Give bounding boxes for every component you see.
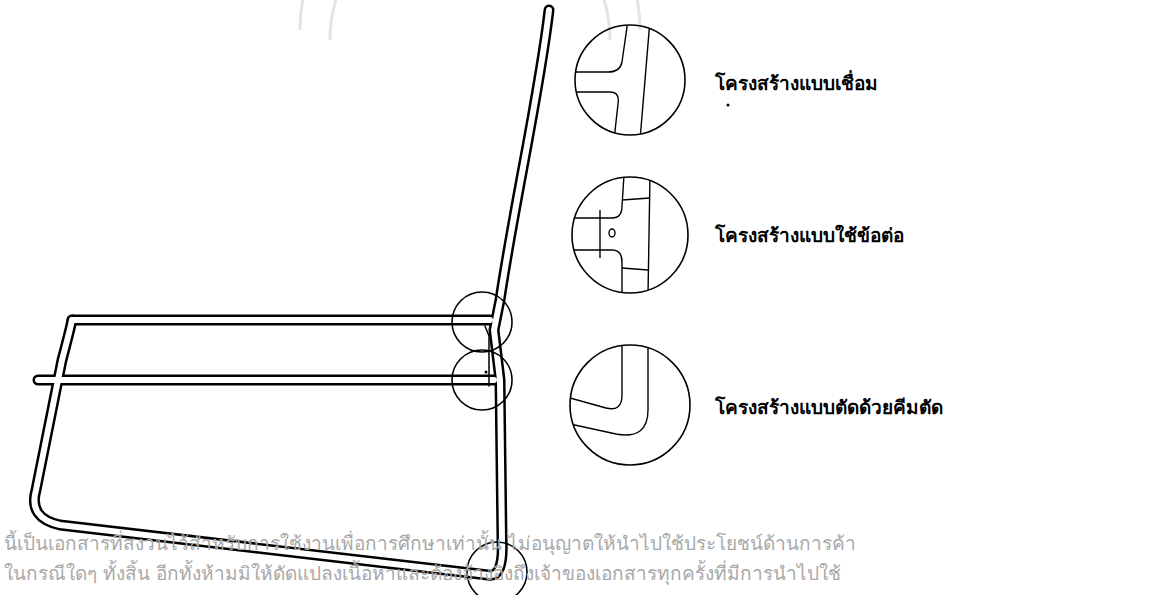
detail-circle — [570, 25, 690, 465]
jointed-joint — [570, 175, 650, 295]
part-label: โครงสร้างแบบตัดด้วยคีมตัด — [715, 392, 943, 422]
frame-tube — [34, 10, 549, 575]
part-label: โครงสร้างแบบใช้ข้อต่อ — [715, 220, 904, 250]
part-label: โครงสร้างแบบเชื่อม — [715, 68, 878, 98]
dot — [727, 104, 730, 107]
bent-corner — [570, 340, 648, 435]
welded-joint — [570, 20, 650, 140]
watermark-emblem — [300, 0, 640, 40]
watermark-text: ในกรณีใดๆ ทั้งสิ้น อีกทั้งห้ามมิให้ดัดแป… — [4, 558, 841, 588]
watermark-text: นี้เป็นเอกสารที่สงวนไว้สำหรับการใช้งานเพ… — [4, 528, 856, 558]
